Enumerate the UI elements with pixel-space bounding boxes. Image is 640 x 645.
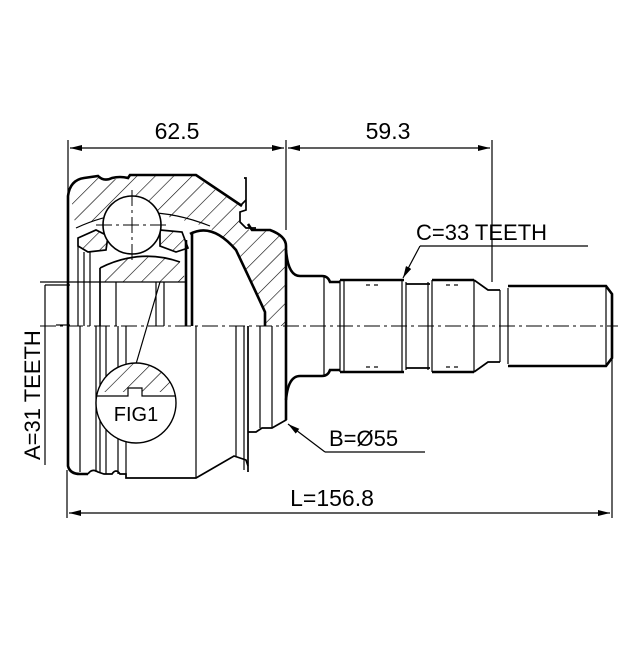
outer-spline-label: C=33 TEETH xyxy=(416,220,547,245)
dimension-overall-length: L=156.8 xyxy=(66,330,613,518)
dimension-stub-length: 59.3 xyxy=(288,118,493,282)
fig1-label: FIG1 xyxy=(114,404,158,426)
spline-marks xyxy=(366,284,458,368)
callout-outer-spline: C=33 TEETH xyxy=(402,220,588,279)
splined-stub-shaft xyxy=(284,249,614,401)
outer-housing-section xyxy=(40,173,288,326)
overall-length-label: L=156.8 xyxy=(290,485,374,511)
callout-diameter: B=Ø55 xyxy=(287,423,425,453)
diameter-label: B=Ø55 xyxy=(329,426,398,451)
callout-inner-spline: A=31 TEETH xyxy=(20,284,70,465)
dim-62-5-label: 62.5 xyxy=(155,118,200,144)
dimension-housing-length: 62.5 xyxy=(67,118,287,230)
inner-spline-label: A=31 TEETH xyxy=(20,330,45,460)
dim-59-3-label: 59.3 xyxy=(366,118,411,144)
